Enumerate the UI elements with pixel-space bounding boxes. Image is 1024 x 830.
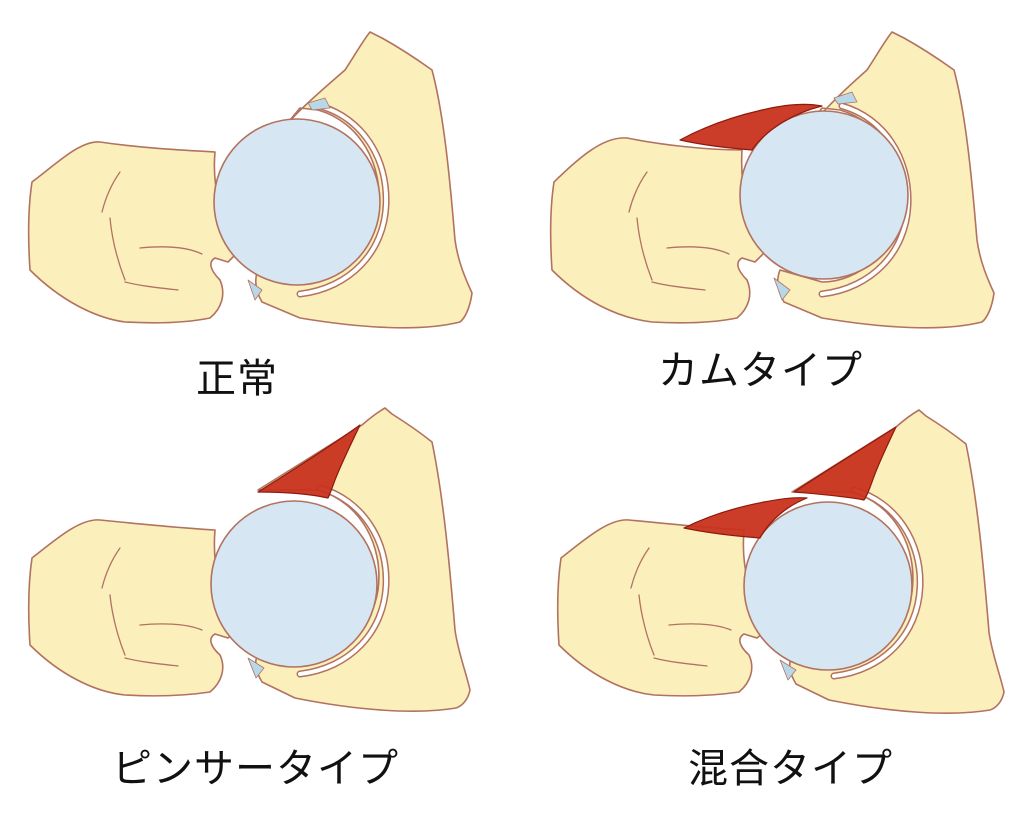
fossa-line <box>101 547 121 589</box>
caption-mixed: 混合タイプ <box>688 746 893 792</box>
joint-space-band <box>298 104 389 296</box>
femur-bone <box>556 519 770 697</box>
fossa-line <box>668 623 732 631</box>
joint-space-band <box>298 486 389 676</box>
fossa-line <box>636 217 653 281</box>
hip-joint-illustration <box>27 31 473 329</box>
joint-space-band <box>832 488 923 678</box>
caption-normal: 正常 <box>196 356 278 402</box>
fossa-line <box>101 171 121 213</box>
cam-lesion <box>679 103 823 151</box>
cartilage-upper <box>307 97 331 111</box>
fossa-line <box>124 281 179 291</box>
panel-mixed: 混合タイプ <box>512 400 1024 830</box>
cartilage-lower <box>773 277 791 301</box>
femoral-head <box>213 118 381 286</box>
caption-pincer: ピンサータイプ <box>112 746 399 792</box>
fossa-line <box>139 623 203 631</box>
cartilage-upper <box>833 91 858 105</box>
hip-joint-illustration <box>556 409 1005 714</box>
panel-cam: カムタイプ <box>512 0 1024 415</box>
femur-bone <box>549 137 768 324</box>
cam-lesion <box>683 497 808 539</box>
caption-cam: カムタイプ <box>658 348 863 394</box>
femoral-head <box>210 500 378 668</box>
hip-joint-illustration <box>27 407 471 712</box>
fossa-line <box>651 281 706 291</box>
femur-bone <box>27 141 241 324</box>
fossa-line <box>653 657 708 667</box>
fossa-line <box>630 547 650 589</box>
fossa-line <box>124 657 179 667</box>
fossa-line <box>109 594 126 656</box>
femur-bone <box>27 519 241 697</box>
panel-pincer: ピンサータイプ <box>0 400 512 830</box>
cartilage-lower <box>247 657 265 679</box>
hip-joint-illustration <box>549 31 995 329</box>
fossa-line <box>139 246 203 255</box>
cartilage-lower <box>779 659 797 681</box>
fossa-line <box>638 594 655 656</box>
fossa-line <box>109 217 126 281</box>
pincer-lesion <box>793 426 897 501</box>
cartilage-lower <box>247 279 263 301</box>
femoral-head <box>739 110 909 280</box>
pincer-lesion <box>257 424 361 499</box>
femoral-head <box>743 501 913 671</box>
fossa-line <box>628 171 648 213</box>
fossa-line <box>666 246 730 255</box>
panel-normal: 正常 <box>0 0 512 415</box>
